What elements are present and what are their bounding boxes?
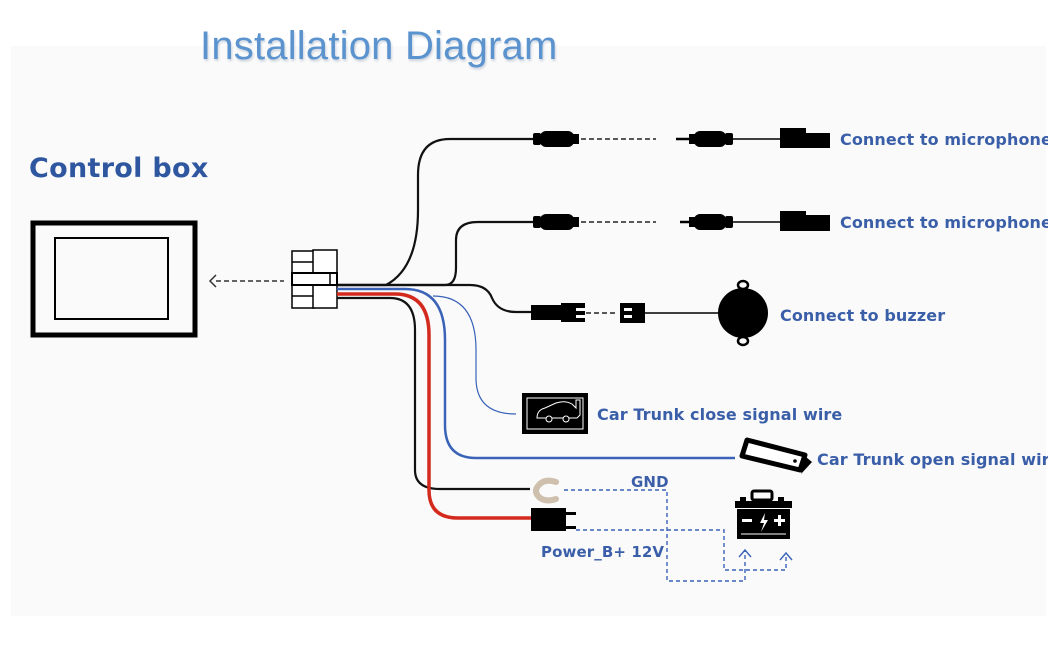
buzzer-connector-icon: [531, 303, 720, 323]
buzzer-icon: [718, 279, 768, 347]
microphone-plug-icon: [533, 211, 830, 231]
sensor-icon: [739, 437, 812, 474]
page-title: Installation Diagram: [200, 24, 558, 68]
car-battery-icon: [735, 489, 792, 539]
connection-label-trunk-open: Car Trunk open signal wire: [817, 450, 1048, 469]
terminal-arrow-icons: [738, 548, 793, 561]
car-trunk-icon: [522, 393, 588, 434]
battery-dashed-wiring: [564, 489, 787, 582]
black-wires: [337, 137, 535, 491]
control-box-icon: [30, 220, 198, 338]
blue-signal-wires: [337, 287, 735, 460]
red-power-wire: [337, 292, 533, 520]
harness-connector-icon: [291, 249, 338, 309]
connection-label-trunk-close: Car Trunk close signal wire: [597, 405, 843, 424]
microphone-plug-icon: [533, 128, 830, 148]
ring-terminal-icon: [533, 477, 559, 504]
diagram-panel: [11, 46, 1046, 616]
power-plug-icon: [531, 508, 576, 531]
connection-label-buzzer: Connect to buzzer: [780, 306, 946, 325]
plug-in-arrow-icon: [208, 274, 284, 288]
power-label: Power_B+ 12V: [541, 543, 665, 561]
control-box-label: Control box: [29, 153, 209, 184]
connection-label-mic-1: Connect to microphone: [840, 130, 1048, 149]
connection-label-mic-2: Connect to microphone: [840, 213, 1048, 232]
gnd-label: GND: [631, 473, 669, 491]
